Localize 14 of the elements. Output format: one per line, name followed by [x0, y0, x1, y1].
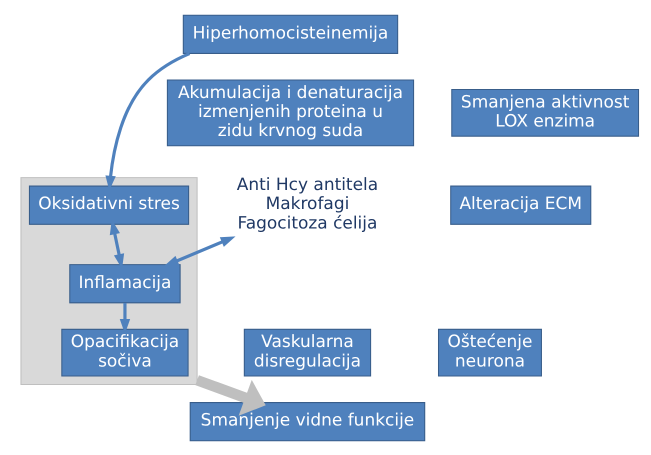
node-box: Hiperhomocisteinemija — [182, 14, 398, 54]
arrow — [164, 236, 236, 266]
node-box: Oksidativni stres — [28, 185, 190, 224]
node-box: Inflamacija — [69, 264, 181, 303]
node-box: Smanjenje vidne funkcije — [190, 402, 426, 441]
arrow — [195, 374, 266, 416]
node-text: Anti Hcy antitela Makrofagi Fagocitoza ćelija — [236, 174, 378, 233]
node-box: Alteracija ECM — [450, 185, 592, 224]
node-box: Smanjena aktivnost LOX enzima — [451, 88, 640, 136]
node-box: Oštećenje neurona — [438, 328, 542, 376]
node-box: Opacifikacija sočiva — [61, 328, 189, 376]
node-box: Vaskularna disregulacija — [244, 328, 372, 376]
cluster — [20, 176, 198, 385]
node-box: Akumulacija i denaturacija izmenjenih proteina u zidu krvnog suda — [166, 78, 414, 146]
